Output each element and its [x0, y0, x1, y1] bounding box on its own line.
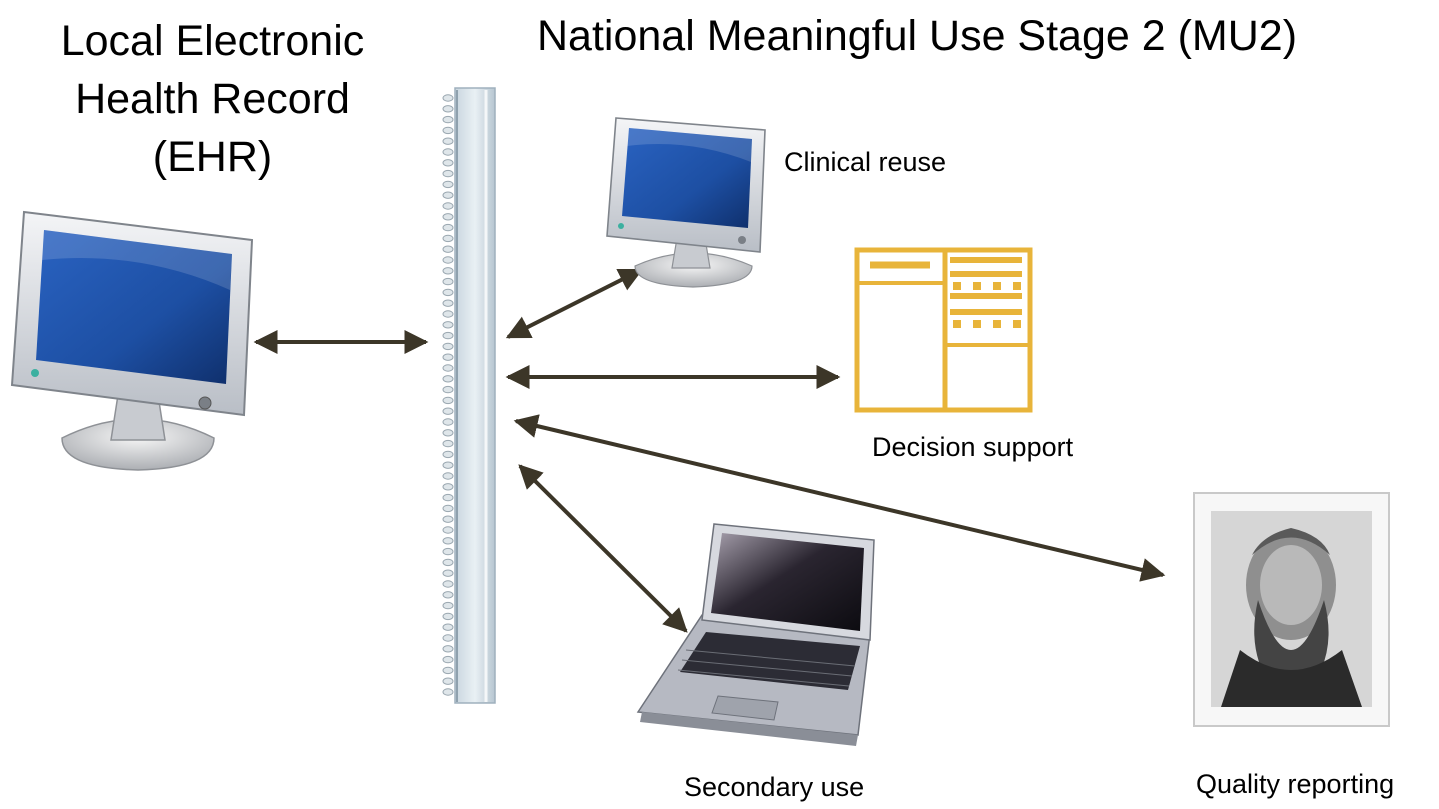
bus-connector-bead: [442, 234, 454, 243]
bus-connector-bead: [442, 105, 454, 113]
bus-connector-bead: [442, 396, 454, 405]
bus-connector-bead: [442, 202, 454, 210]
bus-connector-bead: [442, 547, 454, 556]
bus-connector-bead: [442, 267, 454, 275]
bus-connector-bead: [442, 353, 454, 361]
bus-connector-bead: [442, 483, 454, 491]
bus-connector-bead: [442, 666, 454, 675]
laptop-icon: [636, 523, 875, 746]
bus-connector-bead: [442, 526, 454, 534]
bus-connector-bead: [442, 429, 454, 437]
bus-connector-bead: [442, 137, 454, 145]
arrow-bus-quality: [513, 414, 1166, 582]
bus-connector-bead: [442, 655, 454, 664]
secondary-use-label: Secondary use: [684, 772, 865, 802]
bus-connector-bead: [442, 461, 454, 469]
bus-connector-bead: [442, 180, 454, 189]
bus-connector-bead: [442, 375, 454, 383]
bus-connector-bead: [442, 364, 454, 372]
quality-reporting-label: Quality reporting: [1196, 769, 1395, 799]
bus-connector-bead: [442, 537, 454, 545]
bus-connector-bead: [442, 558, 454, 567]
bus-connector-bead: [442, 450, 454, 459]
bus-connector-bead: [442, 191, 454, 199]
bus-connector-bead: [442, 623, 454, 631]
bus-connector-bead: [442, 148, 454, 156]
bus-connector-bead: [442, 159, 454, 167]
bus-connector-bead: [442, 515, 454, 523]
bus-connector-bead: [442, 277, 454, 286]
bus-connector-bead: [442, 645, 454, 653]
bus-connector-bead: [442, 115, 454, 124]
bus-connector-bead: [442, 288, 454, 297]
ehr-title: Local Electronic Health Record (EHR): [60, 17, 365, 181]
bus-connector-bead: [442, 407, 454, 415]
bus-connector-bead: [442, 612, 454, 621]
bus-connector-bead: [442, 688, 454, 696]
bus-connector-bead: [442, 634, 454, 642]
bus-connector-bead: [442, 331, 454, 340]
bus-connector-bead: [442, 493, 454, 502]
bus-connector-bead: [442, 94, 454, 102]
bus-connector-bead: [442, 126, 454, 135]
bus-connector-bead: [442, 223, 454, 232]
bus-connector-bead: [442, 342, 454, 351]
network-bus-icon: [442, 87, 496, 704]
bus-connector-bead: [442, 418, 454, 426]
bus-connector-bead: [442, 504, 454, 513]
bus-connector-bead: [442, 321, 454, 329]
decision-support-label: Decision support: [872, 432, 1074, 462]
bus-connector-bead: [442, 310, 454, 318]
arrow-bus-secondary: [518, 464, 688, 633]
bus-connector-bead: [442, 299, 454, 307]
bus-connector-bead: [442, 256, 454, 264]
mu2-title: National Meaningful Use Stage 2 (MU2): [537, 12, 1298, 60]
bus-connector-bead: [442, 677, 454, 685]
bus-connector-bead: [442, 569, 454, 577]
bus-connector-bead: [442, 472, 454, 480]
clinical-reuse-label: Clinical reuse: [784, 147, 947, 177]
bus-connector-bead: [442, 439, 454, 448]
clinical-monitor-icon: [606, 117, 766, 288]
arrow-bus-clinical: [505, 268, 644, 339]
bus-connector-bead: [442, 245, 454, 253]
bus-connector-bead: [442, 385, 454, 394]
bus-connector-bead: [442, 601, 454, 610]
bus-connector-bead: [442, 169, 454, 178]
bus-connector-bead: [442, 213, 454, 221]
bus-connector-bead: [442, 580, 454, 588]
decision-support-document-icon: [854, 247, 1033, 413]
bus-connector-bead: [442, 591, 454, 599]
ehr-monitor-icon: [10, 210, 254, 471]
framed-portrait-icon: [1193, 492, 1390, 727]
